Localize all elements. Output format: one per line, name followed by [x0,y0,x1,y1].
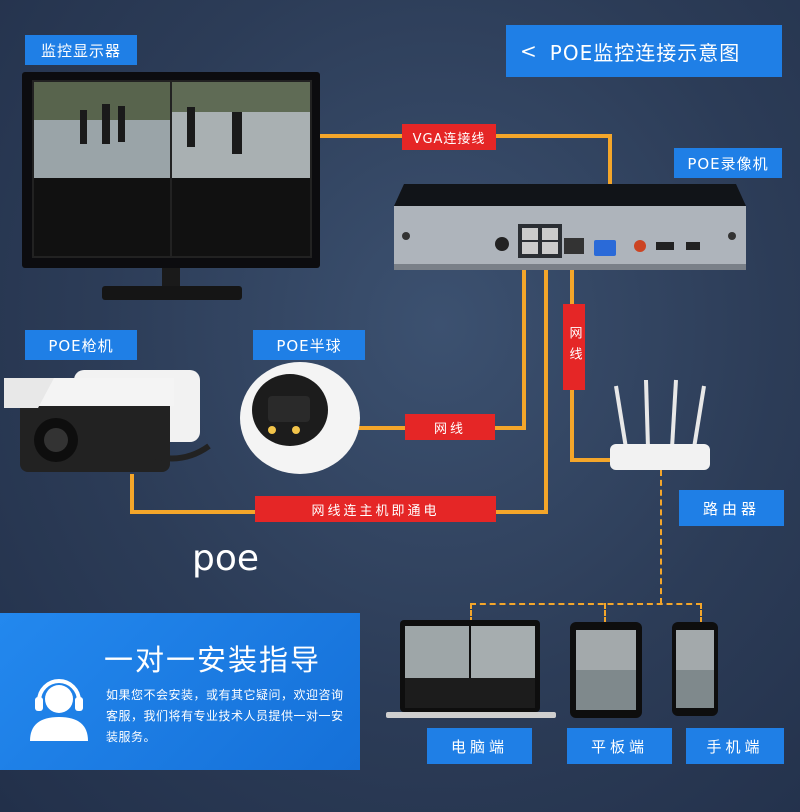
guide-title: 一对一安装指导 [104,643,322,677]
client-dash-tablet [604,603,606,623]
bullet-camera-label: POE枪机 [25,330,137,360]
dome-cable-line [522,252,526,430]
pc-client-label: 电脑端 [427,728,532,764]
tablet-client-label: 平板端 [567,728,672,764]
bullet-cable-line [544,252,548,514]
dome-cable-label: 网线 [405,414,495,440]
vga-cable-label: VGA连接线 [402,124,496,150]
router-client-dash [660,470,662,604]
router-icon [610,379,710,470]
bullet-cable-line-up [130,474,134,514]
poe-power-cable-label: 网线连主机即通电 [255,496,496,522]
router-label: 路由器 [679,490,784,526]
page-title: POE监控连接示意图 [549,40,741,65]
tablet-icon [570,622,642,718]
guide-text: 如果您不会安装，或有其它疑问，欢迎咨询客服，我们将有专业技术人员提供一对一安装服… [106,688,344,744]
nvr-router-cable-h [570,458,620,462]
client-dash-phone [700,603,702,623]
back-arrow-icon[interactable]: < [520,39,538,63]
nvr-icon [394,184,746,270]
client-dash-pc [470,603,472,623]
poe-caption: poe [192,538,260,579]
header-title-bar: < POE监控连接示意图 [506,25,782,77]
phone-icon [672,622,718,716]
monitor-icon [22,72,320,300]
dome-camera-label: POE半球 [253,330,365,360]
monitor-label: 监控显示器 [25,35,137,65]
client-dash-bar [470,603,702,605]
install-guide-panel: 一对一安装指导 如果您不会安装，或有其它疑问，欢迎咨询客服，我们将有专业技术人员… [0,613,360,770]
dome-camera-icon [240,362,360,474]
laptop-icon [386,620,556,718]
nvr-label: POE录像机 [674,148,782,178]
bullet-camera-icon [4,370,211,472]
phone-client-label: 手机端 [686,728,784,764]
network-cable-label-vertical: 网线 [563,304,585,390]
customer-service-headset-icon [30,679,88,741]
